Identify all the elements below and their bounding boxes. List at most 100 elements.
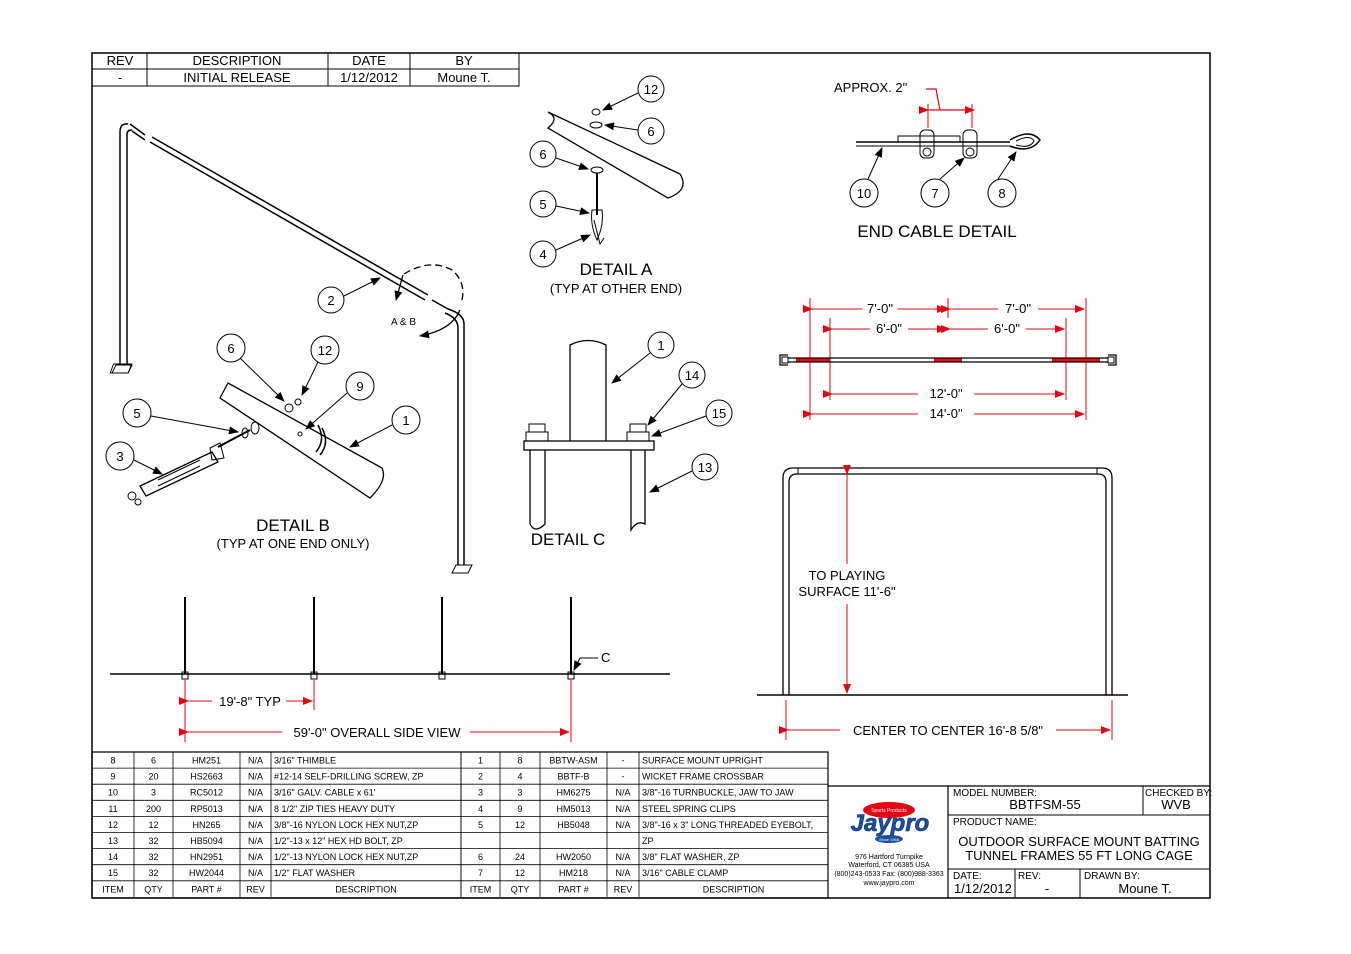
drawn-value: Moune T. (1118, 881, 1171, 896)
frame-isometric: A & B 2 (109, 123, 473, 574)
logo-tagline-bottom: Since 1968 (879, 837, 900, 842)
callout-c-1: 1 (657, 338, 664, 353)
bom-right-cell: HB5048 (557, 820, 590, 830)
to-playing-line2: SURFACE 11'-6" (798, 584, 896, 599)
bom-right-cell: N/A (615, 852, 630, 862)
address-line2: Waterford, CT 06385 USA (848, 862, 930, 869)
bom-left-cell: N/A (248, 836, 263, 846)
bom-right-header-3: REV (614, 884, 633, 894)
bom-right-cell: 3/16" CABLE CLAMP (642, 868, 728, 878)
to-playing-line1: TO PLAYING (809, 568, 886, 583)
bom-right-cell: 3/8" FLAT WASHER, ZP (642, 852, 740, 862)
bom-left-cell: N/A (248, 852, 263, 862)
bom-right-cell: ZP (642, 836, 654, 846)
title-block: Sports Products Jaypro Since 1968 976 Ha… (828, 785, 1212, 898)
callout-b-1: 1 (402, 413, 409, 428)
bom-left-header-0: ITEM (102, 884, 124, 894)
bom-right-cell: 1 (478, 756, 483, 766)
rev-value-rev: - (118, 70, 122, 85)
dim-7ft-left: 7'-0" (867, 301, 893, 316)
dim-7ft-right: 7'-0" (1005, 301, 1031, 316)
bom-left-header-1: QTY (144, 884, 163, 894)
bom-right-cell: - (622, 772, 625, 782)
bom-left-cell: N/A (248, 868, 263, 878)
callout-b-3: 3 (116, 449, 123, 464)
callout-c-14: 14 (685, 368, 699, 383)
product-line2: TUNNEL FRAMES 55 FT LONG CAGE (965, 848, 1193, 863)
callout-a-4: 4 (539, 247, 546, 262)
bom-right-cell: 2 (478, 772, 483, 782)
callout-c-13: 13 (698, 460, 712, 475)
dim-6ft-right: 6'-0" (994, 321, 1020, 336)
bom-left-cell: RP5013 (190, 804, 223, 814)
rev-label: REV: (1018, 871, 1041, 882)
callout-a-5: 5 (539, 197, 546, 212)
bom-right-header-1: QTY (511, 884, 530, 894)
rev-value: - (1045, 881, 1049, 896)
bom-left-cell: 14 (108, 852, 118, 862)
bom-right-cell: 4 (478, 804, 483, 814)
bom-left-cell: 32 (148, 852, 158, 862)
detail-a-title: DETAIL A (580, 260, 653, 279)
bom-left-cell: 3/16" THIMBLE (274, 756, 336, 766)
bom-left-cell: HM251 (192, 756, 221, 766)
bom-left-cell: HN265 (192, 820, 220, 830)
callout-b-9: 9 (356, 379, 363, 394)
side-view: C 19'-8" TYP 59'-0" OVERALL SIDE VIEW (110, 597, 670, 742)
bom-right-cell: 9 (517, 804, 522, 814)
detail-b-title: DETAIL B (256, 516, 330, 535)
detail-c-title: DETAIL C (531, 530, 606, 549)
bom-right-cell: 5 (478, 820, 483, 830)
bom-left-cell: HB5094 (190, 836, 223, 846)
revision-block: REV DESCRIPTION DATE BY - INITIAL RELEAS… (91, 52, 520, 87)
bom-left-header-3: REV (246, 884, 265, 894)
callout-cable-7: 7 (931, 186, 938, 201)
bom-right-cell: 12 (515, 820, 525, 830)
model-label: MODEL NUMBER: (953, 788, 1037, 799)
dim-6ft-left: 6'-0" (876, 321, 902, 336)
bom-left-cell: 200 (146, 804, 161, 814)
dim-typ-spacing: 19'-8" TYP (219, 694, 281, 709)
bom-left-cell: 3 (151, 788, 156, 798)
logo-tagline-top: Sports Products (871, 808, 907, 814)
callout-2: 2 (327, 293, 334, 308)
bom-left-cell: 3/8"-16 NYLON LOCK HEX NUT,ZP (274, 820, 418, 830)
bom-right-cell: STEEL SPRING CLIPS (642, 804, 736, 814)
bom-left-cell: 3/16" GALV. CABLE x 61' (274, 788, 376, 798)
callout-cable-10: 10 (857, 186, 871, 201)
bom-left-cell: N/A (248, 756, 263, 766)
detail-b-note: (TYP AT ONE END ONLY) (217, 536, 370, 551)
bom-left-cell: #12-14 SELF-DRILLING SCREW, ZP (274, 772, 424, 782)
bom-right-cell: - (622, 756, 625, 766)
bom-right-cell: 12 (515, 868, 525, 878)
bom-left-cell: 8 (110, 756, 115, 766)
bom-right-cell: BBTF-B (557, 772, 589, 782)
detail-b: 6 12 9 1 5 3 DETAIL B (TYP AT ONE END ON… (105, 333, 421, 551)
detail-c: 1 14 15 13 DETAIL C (523, 331, 733, 549)
bom-left-cell: 12 (108, 820, 118, 830)
rev-value-description: INITIAL RELEASE (183, 70, 290, 85)
bom-right-header-0: ITEM (470, 884, 492, 894)
bom-left-cell: 1/2"-13 NYLON LOCK HEX NUT,ZP (274, 852, 418, 862)
callout-b-12: 12 (318, 343, 332, 358)
bom-left-cell: 8 1/2" ZIP TIES HEAVY DUTY (274, 804, 395, 814)
jaypro-logo: Sports Products Jaypro Since 1968 (850, 802, 930, 843)
bom-right-cell: 8 (517, 756, 522, 766)
bom-left-header-4: DESCRIPTION (335, 884, 397, 894)
rev-header-rev: REV (107, 53, 134, 68)
checked-value: WVB (1161, 797, 1191, 812)
bom-left-cell: N/A (248, 820, 263, 830)
detail-a-note: (TYP AT OTHER END) (550, 281, 682, 296)
drawn-label: DRAWN BY: (1084, 871, 1140, 882)
bom-right-cell: 7 (478, 868, 483, 878)
callout-cable-8: 8 (998, 186, 1005, 201)
rev-header-date: DATE (352, 53, 386, 68)
bom-right-cell: 3/8"-16 TURNBUCKLE, JAW TO JAW (642, 788, 794, 798)
bom-right-cell: N/A (615, 820, 630, 830)
bom-right-cell: 3/8"-16 x 3" LONG THREADED EYEBOLT, (642, 820, 813, 830)
phone-fax: (800)243-0533 Fax: (800)988-3363 (834, 871, 943, 878)
product-label: PRODUCT NAME: (953, 817, 1037, 828)
frame-front-view: TO PLAYING SURFACE 11'-6" CENTER TO CENT… (757, 465, 1128, 740)
